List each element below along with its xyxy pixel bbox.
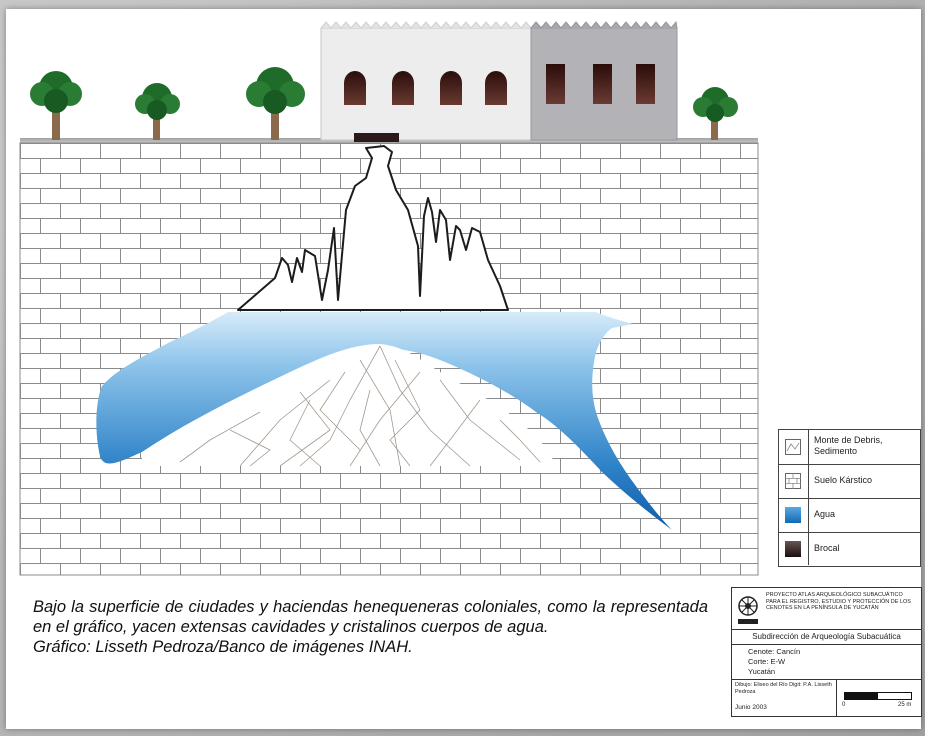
drawing-date: Junio 2003 — [735, 704, 767, 711]
project-title: PROYECTO ATLAS ARQUEOLÓGICO SUBACUÁTICO … — [766, 592, 911, 611]
legend-item-karst: Suelo Kárstico — [779, 464, 920, 499]
legend-label: Suelo Kárstico — [814, 475, 873, 485]
tree-1 — [30, 71, 82, 140]
cave-air-chamber — [237, 145, 509, 311]
legend-item-debris: Monte de Debris, Sedimento — [779, 430, 920, 465]
brick-swatch-icon — [785, 473, 801, 489]
scale-segment-dark — [845, 693, 878, 699]
cenote-name: Cenote: Cancín — [748, 647, 801, 656]
title-block-header: PROYECTO ATLAS ARQUEOLÓGICO SUBACUÁTICO … — [732, 588, 921, 630]
debris-roots — [179, 345, 541, 467]
title-block: PROYECTO ATLAS ARQUEOLÓGICO SUBACUÁTICO … — [731, 587, 922, 717]
water-body — [96, 312, 673, 530]
hacienda-annex-building — [530, 20, 678, 141]
scale-label-start: 0 — [842, 702, 846, 708]
debris-swatch-icon — [785, 439, 801, 455]
water-swatch-icon — [785, 507, 801, 523]
tree-2 — [135, 83, 180, 140]
legend-label: Agua — [814, 509, 836, 519]
legend-divider — [808, 430, 809, 464]
annex-window-3 — [636, 64, 655, 104]
arch-window-1 — [344, 71, 366, 105]
state-name: Yucatán — [748, 667, 776, 676]
title-block-footer: Dibujo: Eliseo del Río Digit: P.A. Lisse… — [732, 680, 921, 716]
footer-divider — [836, 680, 837, 716]
tree-4 — [693, 87, 738, 140]
legend-label: Monte de Debris, Sedimento — [814, 435, 883, 456]
legend-label: Brocal — [814, 543, 840, 553]
legend-item-water: Agua — [779, 498, 920, 533]
well-brocal — [354, 133, 399, 142]
drawing-credits: Dibujo: Eliseo del Río Digit: P.A. Lisse… — [735, 682, 832, 695]
inah-logo-icon — [738, 596, 758, 624]
scale-label-end: 25 m — [898, 702, 912, 708]
section-name: Corte: E-W — [748, 657, 786, 666]
debris-mound — [142, 344, 556, 466]
caption-text: Bajo la superficie de ciudades y haciend… — [33, 598, 708, 636]
legend: Monte de Debris, Sedimento Suelo Kárstic… — [778, 429, 921, 567]
department-name: Subdirección de Arqueología Subacuática — [732, 630, 921, 645]
brocal-swatch-icon — [785, 541, 801, 557]
legend-divider — [808, 498, 809, 532]
cenote-info: Cenote: Cancín Corte: E-W Yucatán — [732, 645, 921, 680]
annex-window-1 — [546, 64, 565, 104]
hacienda-main-building — [320, 21, 543, 142]
arch-window-2 — [392, 71, 414, 105]
arch-window-4 — [485, 71, 507, 105]
tree-3 — [246, 67, 305, 140]
annex-window-2 — [593, 64, 612, 104]
scale-bar — [844, 692, 912, 700]
caption-credit: Gráfico: Lisseth Pedroza/Banco de imágen… — [33, 638, 413, 656]
scale-segment-light — [878, 693, 911, 699]
caption: Bajo la superficie de ciudades y haciend… — [33, 597, 708, 657]
legend-item-brocal: Brocal — [779, 532, 920, 565]
legend-divider — [808, 464, 809, 498]
legend-divider — [808, 532, 809, 565]
arch-window-3 — [440, 71, 462, 105]
